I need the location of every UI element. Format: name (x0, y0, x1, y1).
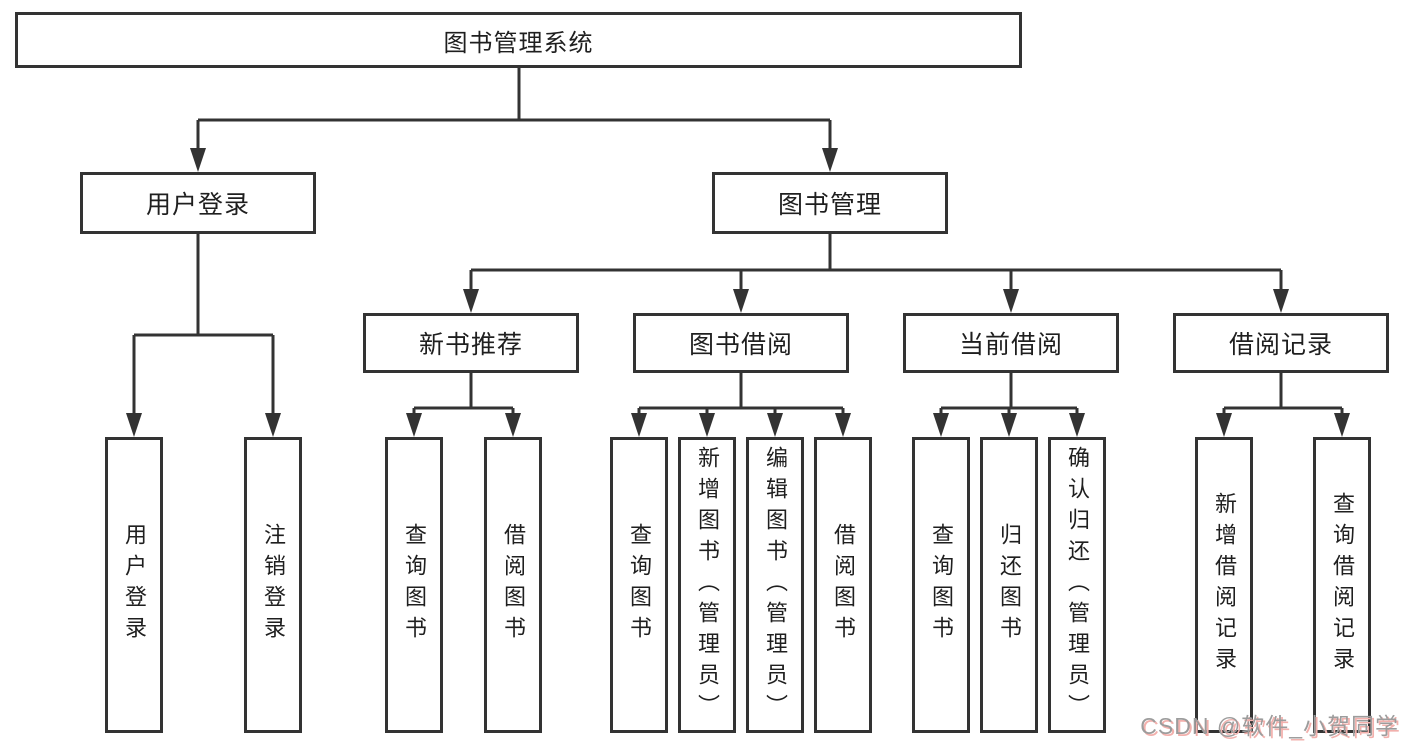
leaf-label: 注销登录 (261, 523, 286, 647)
leaf-label: 借阅图书 (501, 523, 526, 647)
arrow-icon (699, 413, 715, 437)
node-label: 图书借阅 (688, 331, 793, 359)
leaf-label: 查询图书 (402, 523, 427, 647)
leaf-logout-login: 注销登录 (244, 437, 302, 733)
node-user-login: 用户登录 (80, 172, 316, 234)
node-current-borrow: 当前借阅 (903, 313, 1119, 373)
leaf-label: 查询图书 (627, 523, 652, 647)
arrow-icon (1069, 413, 1085, 437)
arrow-icon (1001, 413, 1017, 437)
arrow-icon (822, 148, 838, 172)
arrow-icon (406, 413, 422, 437)
arrowheads (126, 148, 1350, 437)
arrow-icon (265, 413, 281, 437)
node-borrow-records: 借阅记录 (1173, 313, 1389, 373)
node-new-book-recommend: 新书推荐 (363, 313, 579, 373)
node-book-borrow: 图书借阅 (633, 313, 849, 373)
leaf-borrow-query-books: 查询图书 (610, 437, 668, 733)
leaf-borrow-edit-books-admin: 编辑图书（管理员） (746, 437, 804, 733)
arrow-icon (1334, 413, 1350, 437)
node-label: 图书管理 (777, 191, 882, 219)
leaf-label: 查询借阅记录 (1330, 492, 1355, 678)
arrow-icon (835, 413, 851, 437)
leaf-borrow-add-books-admin: 新增图书（管理员） (678, 437, 736, 733)
arrow-icon (767, 413, 783, 437)
leaf-current-query-books: 查询图书 (912, 437, 970, 733)
leaf-label: 编辑图书（管理员） (763, 445, 788, 725)
leaf-label: 归还图书 (997, 523, 1022, 647)
arrow-icon (505, 413, 521, 437)
node-label: 当前借阅 (958, 331, 1063, 359)
arrow-icon (1003, 289, 1019, 313)
csdn-watermark: CSDN @软件_小贺同学 (1140, 713, 1399, 739)
leaf-label: 查询图书 (929, 523, 954, 647)
leaf-recommend-borrow-books: 借阅图书 (484, 437, 542, 733)
node-root-library-system: 图书管理系统 (15, 12, 1022, 68)
leaf-current-confirm-return-admin: 确认归还（管理员） (1048, 437, 1106, 733)
leaf-label: 用户登录 (122, 523, 147, 647)
leaf-label: 新增借阅记录 (1212, 492, 1237, 678)
leaf-recommend-query-books: 查询图书 (385, 437, 443, 733)
arrow-icon (631, 413, 647, 437)
leaf-user-login: 用户登录 (105, 437, 163, 733)
node-label: 图书管理系统 (443, 29, 594, 57)
node-book-management: 图书管理 (712, 172, 948, 234)
arrow-icon (463, 289, 479, 313)
leaf-label: 借阅图书 (831, 523, 856, 647)
leaf-current-return-books: 归还图书 (980, 437, 1038, 733)
node-label: 用户登录 (145, 191, 250, 219)
leaf-label: 确认归还（管理员） (1065, 445, 1090, 725)
arrow-icon (733, 289, 749, 313)
node-label: 借阅记录 (1228, 331, 1333, 359)
node-label: 新书推荐 (418, 331, 523, 359)
leaf-label: 新增图书（管理员） (695, 445, 720, 725)
arrow-icon (126, 413, 142, 437)
arrow-icon (1273, 289, 1289, 313)
arrow-icon (1216, 413, 1232, 437)
arrow-icon (933, 413, 949, 437)
leaf-records-add-record: 新增借阅记录 (1195, 437, 1253, 733)
leaf-records-query-record: 查询借阅记录 (1313, 437, 1371, 733)
arrow-icon (190, 148, 206, 172)
leaf-borrow-borrow-books: 借阅图书 (814, 437, 872, 733)
